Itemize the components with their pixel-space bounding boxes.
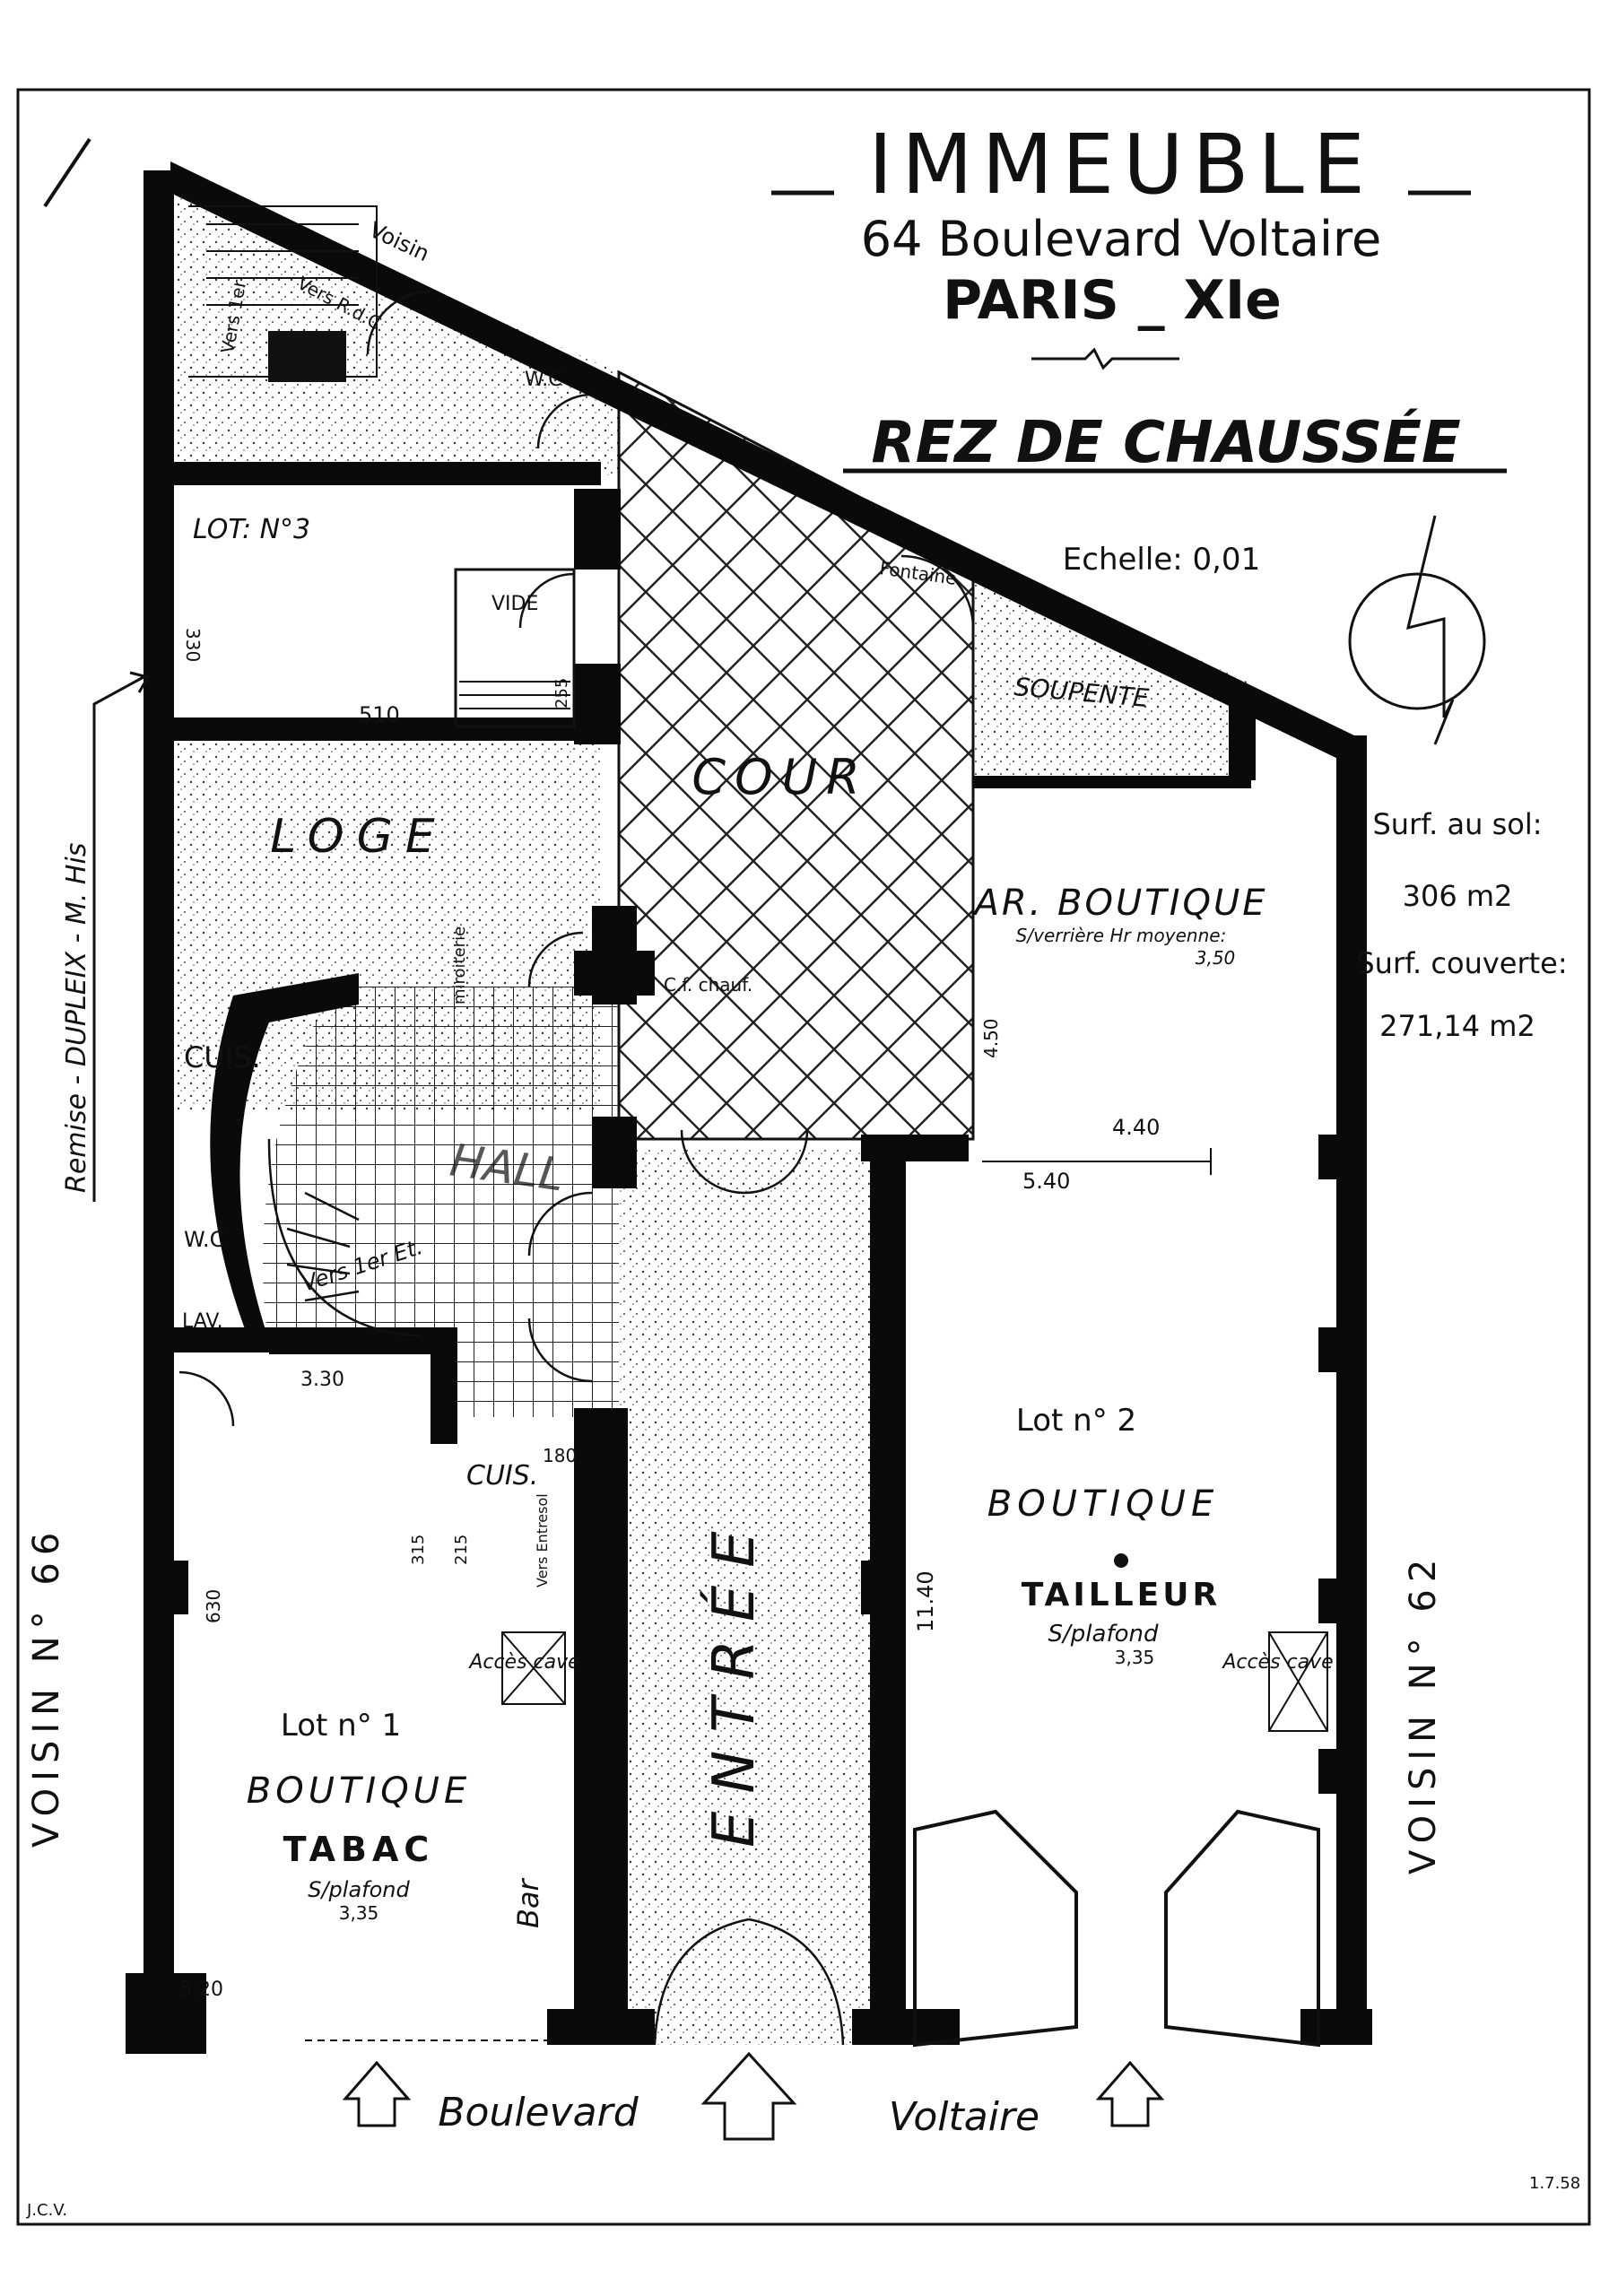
vide-stairs — [459, 681, 570, 709]
cour-label: COUR — [691, 749, 868, 805]
vide-box — [454, 568, 576, 728]
tailleur-dot — [1114, 1553, 1128, 1568]
dim-1140: 11.40 — [913, 1570, 938, 1632]
neighbour-right: VOISIN N° 62 — [1403, 1552, 1444, 1874]
dim-540: 5.40 — [1022, 1169, 1070, 1194]
dim-180: 180 — [543, 1445, 577, 1466]
scale-label: Echelle: 0,01 — [1063, 542, 1260, 578]
vers-entresol-label: Vers Entresol — [534, 1493, 551, 1587]
vide-label: VIDE — [491, 593, 538, 615]
street-word-1: Boulevard — [438, 2090, 639, 2135]
dim-510: 510 — [359, 702, 400, 727]
plafond2-label: S/plafond — [1048, 1621, 1159, 1648]
dim-440: 4.40 — [1112, 1115, 1160, 1140]
dim-520: 5.20 — [179, 1979, 223, 2001]
cave-hatches — [501, 1631, 1328, 1732]
dim-330-top: 330 — [182, 628, 204, 662]
sheet-frame — [16, 88, 1591, 2226]
floor-title: REZ DE CHAUSSÉE — [871, 408, 1460, 476]
north-arrow-icon — [1348, 515, 1486, 745]
dim-450: 4.50 — [980, 1018, 1002, 1058]
dim-315: 315 — [409, 1535, 428, 1565]
walls — [126, 161, 1372, 2054]
surface-covered-value: 271,14 m2 — [1379, 1009, 1535, 1043]
plafond2-height: 3,35 — [1115, 1647, 1155, 1668]
initials: J.C.V. — [26, 2201, 67, 2220]
ar-boutique-sub: S/verrière Hr moyenne: — [1016, 925, 1227, 946]
street-word-2: Voltaire — [889, 2094, 1039, 2140]
voisin-top-label: Voisin — [365, 217, 433, 266]
plan-date: 1.7.58 — [1529, 2174, 1580, 2193]
door-swings — [178, 290, 975, 2046]
c-chauf-label: C.f. chauf. — [664, 974, 752, 996]
margin-note: Remise - DUPLEIX - M. His — [61, 843, 92, 1193]
ar-boutique-label: AR. BOUTIQUE — [971, 883, 1267, 924]
tabac-label: TABAC — [283, 1830, 435, 1869]
ar-boutique-height: 3,50 — [1196, 947, 1236, 969]
loge-label: LOGE — [270, 810, 447, 864]
street-arrows — [342, 2051, 1165, 2141]
lot2-label: Lot n° 2 — [1016, 1403, 1136, 1439]
bar-label: Bar — [511, 1877, 545, 1928]
top-staircase — [188, 205, 378, 382]
hall-grid — [263, 987, 619, 1417]
cuis-top-label: CUIS. — [184, 1040, 261, 1074]
plafond1-label: S/plafond — [308, 1877, 410, 1902]
building-city: PARIS _ XIe — [943, 269, 1282, 332]
acces-cave-right: Accès cave — [1221, 1651, 1333, 1674]
building-title: IMMEUBLE — [868, 117, 1374, 213]
lav-label: LAV. — [182, 1310, 223, 1333]
dimension-lines — [305, 1148, 1212, 2041]
corner-mark — [43, 137, 91, 208]
boutique1-label: BOUTIQUE — [247, 1770, 471, 1812]
entree-label: ENTRÉE — [700, 1513, 768, 1848]
tailleur-label: TAILLEUR — [1022, 1577, 1221, 1613]
wc-left-label: W.C — [184, 1227, 224, 1252]
building-address: 64 Boulevard Voltaire — [861, 211, 1381, 267]
cuis-low-label: CUIS. — [466, 1460, 538, 1492]
lot1-label: Lot n° 1 — [281, 1708, 401, 1744]
surface-ground-label: Surf. au sol: — [1372, 807, 1542, 841]
dim-255: 255 — [552, 678, 571, 709]
wc-top-label: W.C — [525, 369, 562, 391]
dim-630: 630 — [203, 1589, 224, 1623]
acces-cave-left: Accès cave — [467, 1651, 579, 1674]
hall-spiral-stair — [267, 1138, 422, 1338]
boutique2-label: BOUTIQUE — [987, 1483, 1219, 1525]
plafond1-height: 3,35 — [339, 1902, 379, 1924]
dim-330-mid: 3.30 — [300, 1369, 344, 1391]
lot3-label: LOT: N°3 — [193, 514, 310, 545]
margin-arrow-icon — [92, 671, 151, 1202]
miroiterie-label: miroiterie — [450, 926, 469, 1004]
shop-windows — [913, 1809, 1320, 2048]
surface-covered-label: Surf. couverte: — [1356, 946, 1567, 980]
title-rules — [771, 190, 1507, 474]
surface-ground-value: 306 m2 — [1403, 879, 1513, 913]
dim-215: 215 — [452, 1535, 471, 1565]
neighbour-left: VOISIN N° 66 — [26, 1526, 67, 1848]
